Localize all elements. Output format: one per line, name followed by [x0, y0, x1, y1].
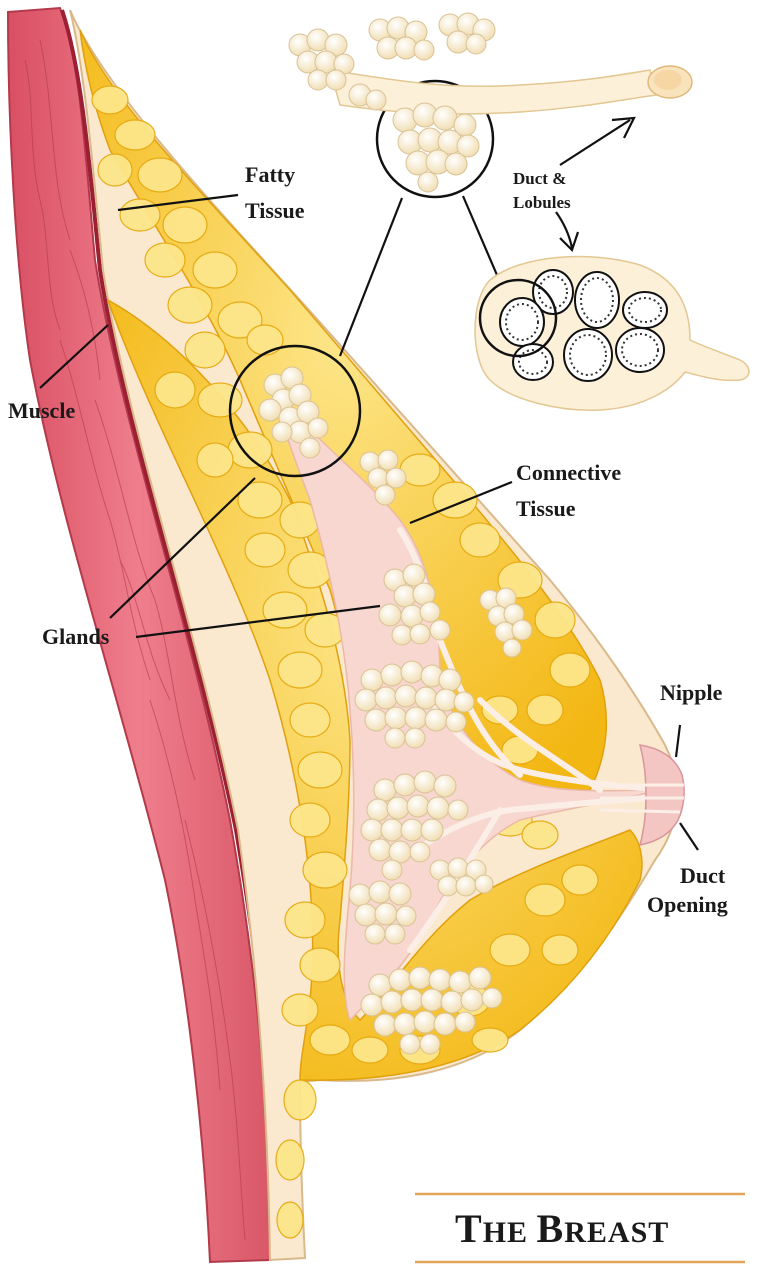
label-connective-tissue: Connective Tissue	[516, 460, 627, 521]
title-cap-2: B	[537, 1206, 565, 1251]
label-glands: Glands	[42, 624, 110, 649]
label-fatty-tissue-line1: Fatty	[245, 162, 295, 187]
title-rest-2: REAST	[564, 1216, 669, 1249]
label-duct-lobules: Duct & Lobules	[513, 169, 571, 212]
label-connective-tissue-line2: Tissue	[516, 496, 576, 521]
arrow-to-duct	[560, 118, 634, 165]
gland-cluster-7	[430, 858, 493, 896]
label-fatty-tissue: Fatty Tissue	[245, 162, 305, 223]
title-cap-1: T	[455, 1206, 483, 1251]
arrow-to-lobule	[556, 212, 578, 250]
label-duct-lobules-line2: Lobules	[513, 193, 571, 212]
duct-lobules-inset	[289, 13, 692, 192]
title-space	[528, 1216, 537, 1249]
label-fatty-tissue-line2: Tissue	[245, 198, 305, 223]
label-duct-opening-line2: Opening	[647, 892, 728, 917]
label-muscle: Muscle	[8, 398, 75, 423]
title-block: THE BREAST	[415, 1194, 745, 1262]
label-duct-opening: Duct Opening	[647, 863, 731, 917]
label-duct-lobules-line1: Duct &	[513, 169, 566, 188]
title-rest-1: HE	[483, 1216, 528, 1249]
label-connective-tissue-line1: Connective	[516, 460, 621, 485]
lobule-cross-section	[475, 257, 749, 411]
label-duct-opening-line1: Duct	[680, 863, 726, 888]
label-nipple: Nipple	[660, 680, 723, 705]
diagram-title: THE BREAST	[455, 1206, 669, 1251]
